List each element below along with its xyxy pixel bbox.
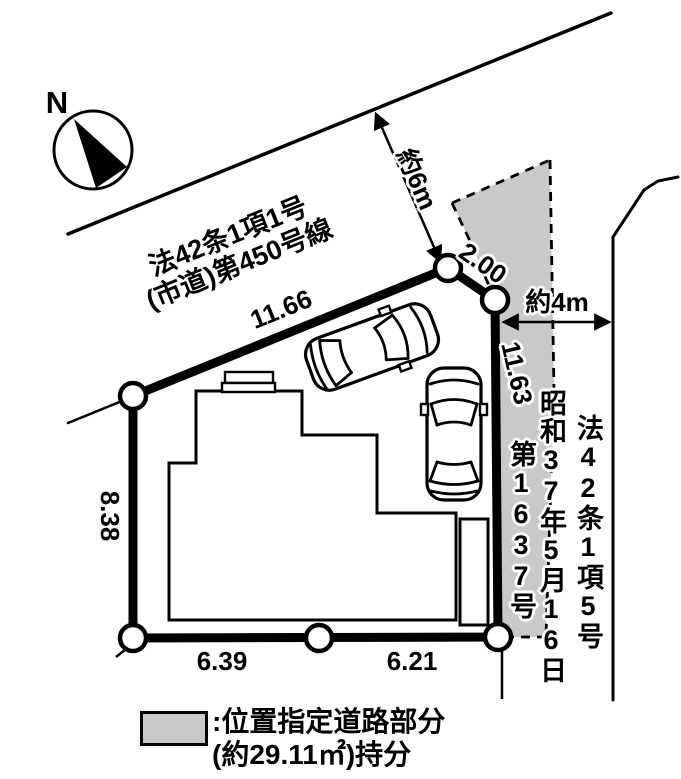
dimension-bottom-left: 6.39: [196, 646, 248, 676]
road-line-upper: [66, 11, 613, 236]
boundary-marker: [117, 380, 149, 412]
legend-text-line1: :位置指定道路部分: [212, 706, 446, 737]
legend-swatch: [140, 711, 208, 746]
dimension-left: 8.38: [95, 490, 125, 542]
entrance-step-lower: [220, 381, 277, 394]
compass-needle: [74, 119, 127, 188]
car-2: [419, 366, 489, 502]
boundary-marker: [432, 252, 464, 284]
boundary-marker: [482, 621, 514, 653]
road-line-right: [611, 175, 680, 702]
road-width-arrow-6m: [373, 111, 443, 264]
dimension-bottom-right: 6.21: [386, 646, 438, 676]
boundary-markers: [117, 252, 514, 654]
designated-road-area: [452, 160, 554, 637]
compass-north-label: N: [45, 85, 69, 120]
road-width-4m-label: 約4m: [525, 287, 589, 317]
boundary-marker: [479, 284, 511, 316]
building-outline: [167, 389, 458, 622]
boundary-marker: [303, 622, 335, 654]
side-structure: [458, 517, 490, 627]
car-1: [297, 291, 447, 403]
legend-text-line2: (約29.11㎡)持分: [212, 739, 412, 770]
plot-boundary: [128, 262, 503, 643]
boundary-marker: [117, 622, 149, 654]
designation-number: 第1637号: [506, 440, 536, 620]
designation-date: 昭和37年5月16日: [536, 389, 566, 684]
entrance-step-upper: [223, 370, 275, 385]
designation-law-clause: 法42条1項5号: [573, 414, 603, 650]
